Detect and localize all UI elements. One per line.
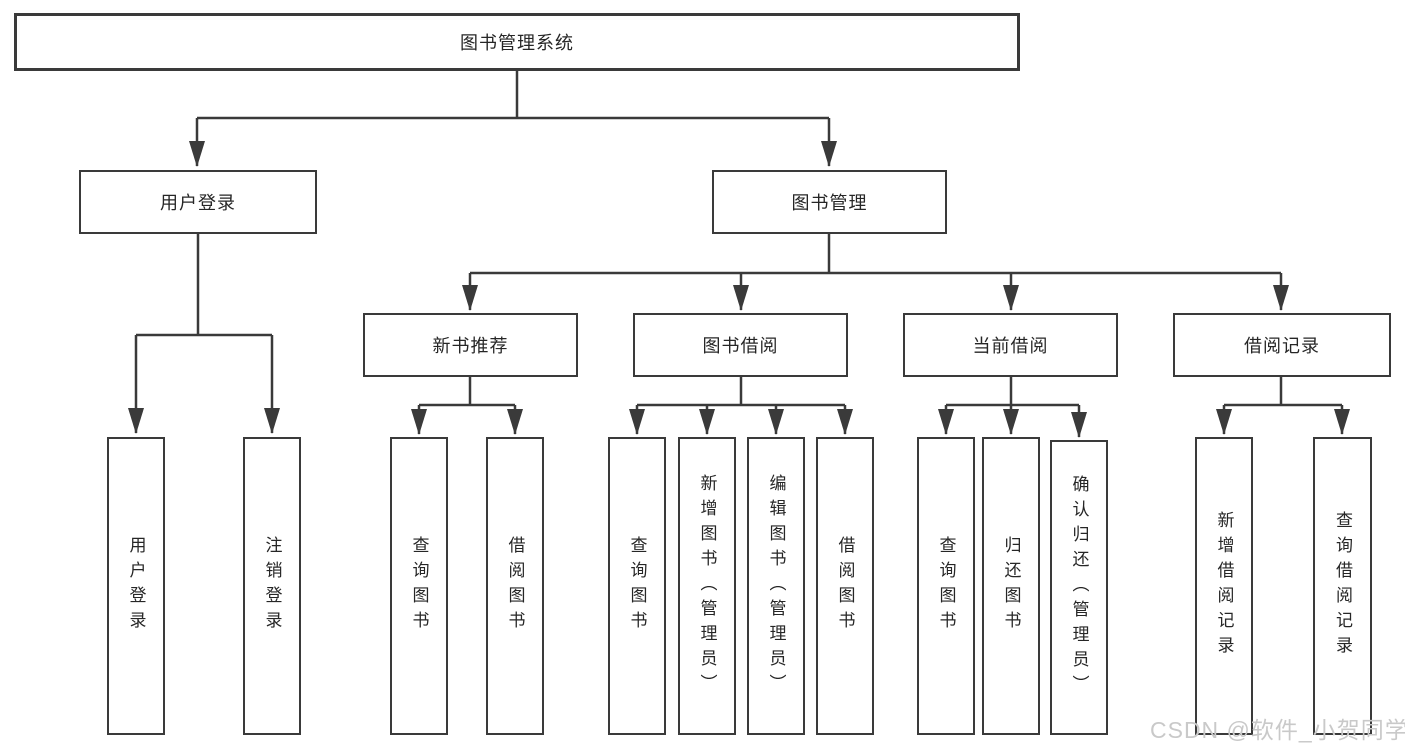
leaf-logout: 注销登录 — [243, 437, 301, 735]
node-label: 归还图书 — [1001, 536, 1021, 636]
leaf-borrow-books-borrowing: 借阅图书 — [816, 437, 874, 735]
node-book-borrowing: 图书借阅 — [633, 313, 848, 377]
leaf-edit-books-admin: 编辑图书（管理员） — [747, 437, 805, 735]
leaf-add-books-admin: 新增图书（管理员） — [678, 437, 736, 735]
node-label: 新书推荐 — [432, 336, 509, 356]
leaf-query-books-current: 查询图书 — [917, 437, 975, 735]
node-label: 查询借阅记录 — [1333, 511, 1352, 661]
node-current-borrowing: 当前借阅 — [903, 313, 1118, 377]
node-label: 借阅图书 — [835, 536, 855, 636]
node-label: 用户登录 — [126, 536, 146, 636]
node-label: 图书管理系统 — [460, 33, 574, 53]
node-book-management: 图书管理 — [712, 170, 947, 234]
node-borrowing-records: 借阅记录 — [1173, 313, 1391, 377]
node-user-login: 用户登录 — [79, 170, 317, 234]
node-label: 借阅记录 — [1244, 336, 1320, 356]
node-label: 图书借阅 — [702, 336, 779, 356]
leaf-add-borrow-record: 新增借阅记录 — [1195, 437, 1253, 735]
node-new-book-recommend: 新书推荐 — [363, 313, 578, 377]
node-label: 新增图书（管理员） — [697, 473, 717, 699]
node-label: 用户登录 — [160, 193, 236, 213]
node-label: 注销登录 — [262, 536, 282, 636]
node-label: 当前借阅 — [972, 336, 1049, 356]
node-label: 查询图书 — [409, 536, 429, 636]
leaf-borrow-books-recommend: 借阅图书 — [486, 437, 544, 735]
node-label: 图书管理 — [791, 193, 868, 213]
node-label: 新增借阅记录 — [1214, 511, 1234, 661]
leaf-return-books: 归还图书 — [982, 437, 1040, 735]
leaf-query-borrow-record: 查询借阅记录 — [1313, 437, 1372, 735]
node-label: 借阅图书 — [505, 536, 525, 636]
node-label: 确认归还（管理员） — [1069, 475, 1089, 700]
node-label: 查询图书 — [627, 536, 647, 636]
leaf-query-books-recommend: 查询图书 — [390, 437, 448, 735]
node-book-management-system: 图书管理系统 — [14, 13, 1020, 71]
leaf-confirm-return-admin: 确认归还（管理员） — [1050, 440, 1108, 735]
leaf-user-login: 用户登录 — [107, 437, 165, 735]
leaf-query-books-borrowing: 查询图书 — [608, 437, 666, 735]
node-label: 查询图书 — [936, 536, 956, 636]
node-label: 编辑图书（管理员） — [766, 473, 786, 699]
